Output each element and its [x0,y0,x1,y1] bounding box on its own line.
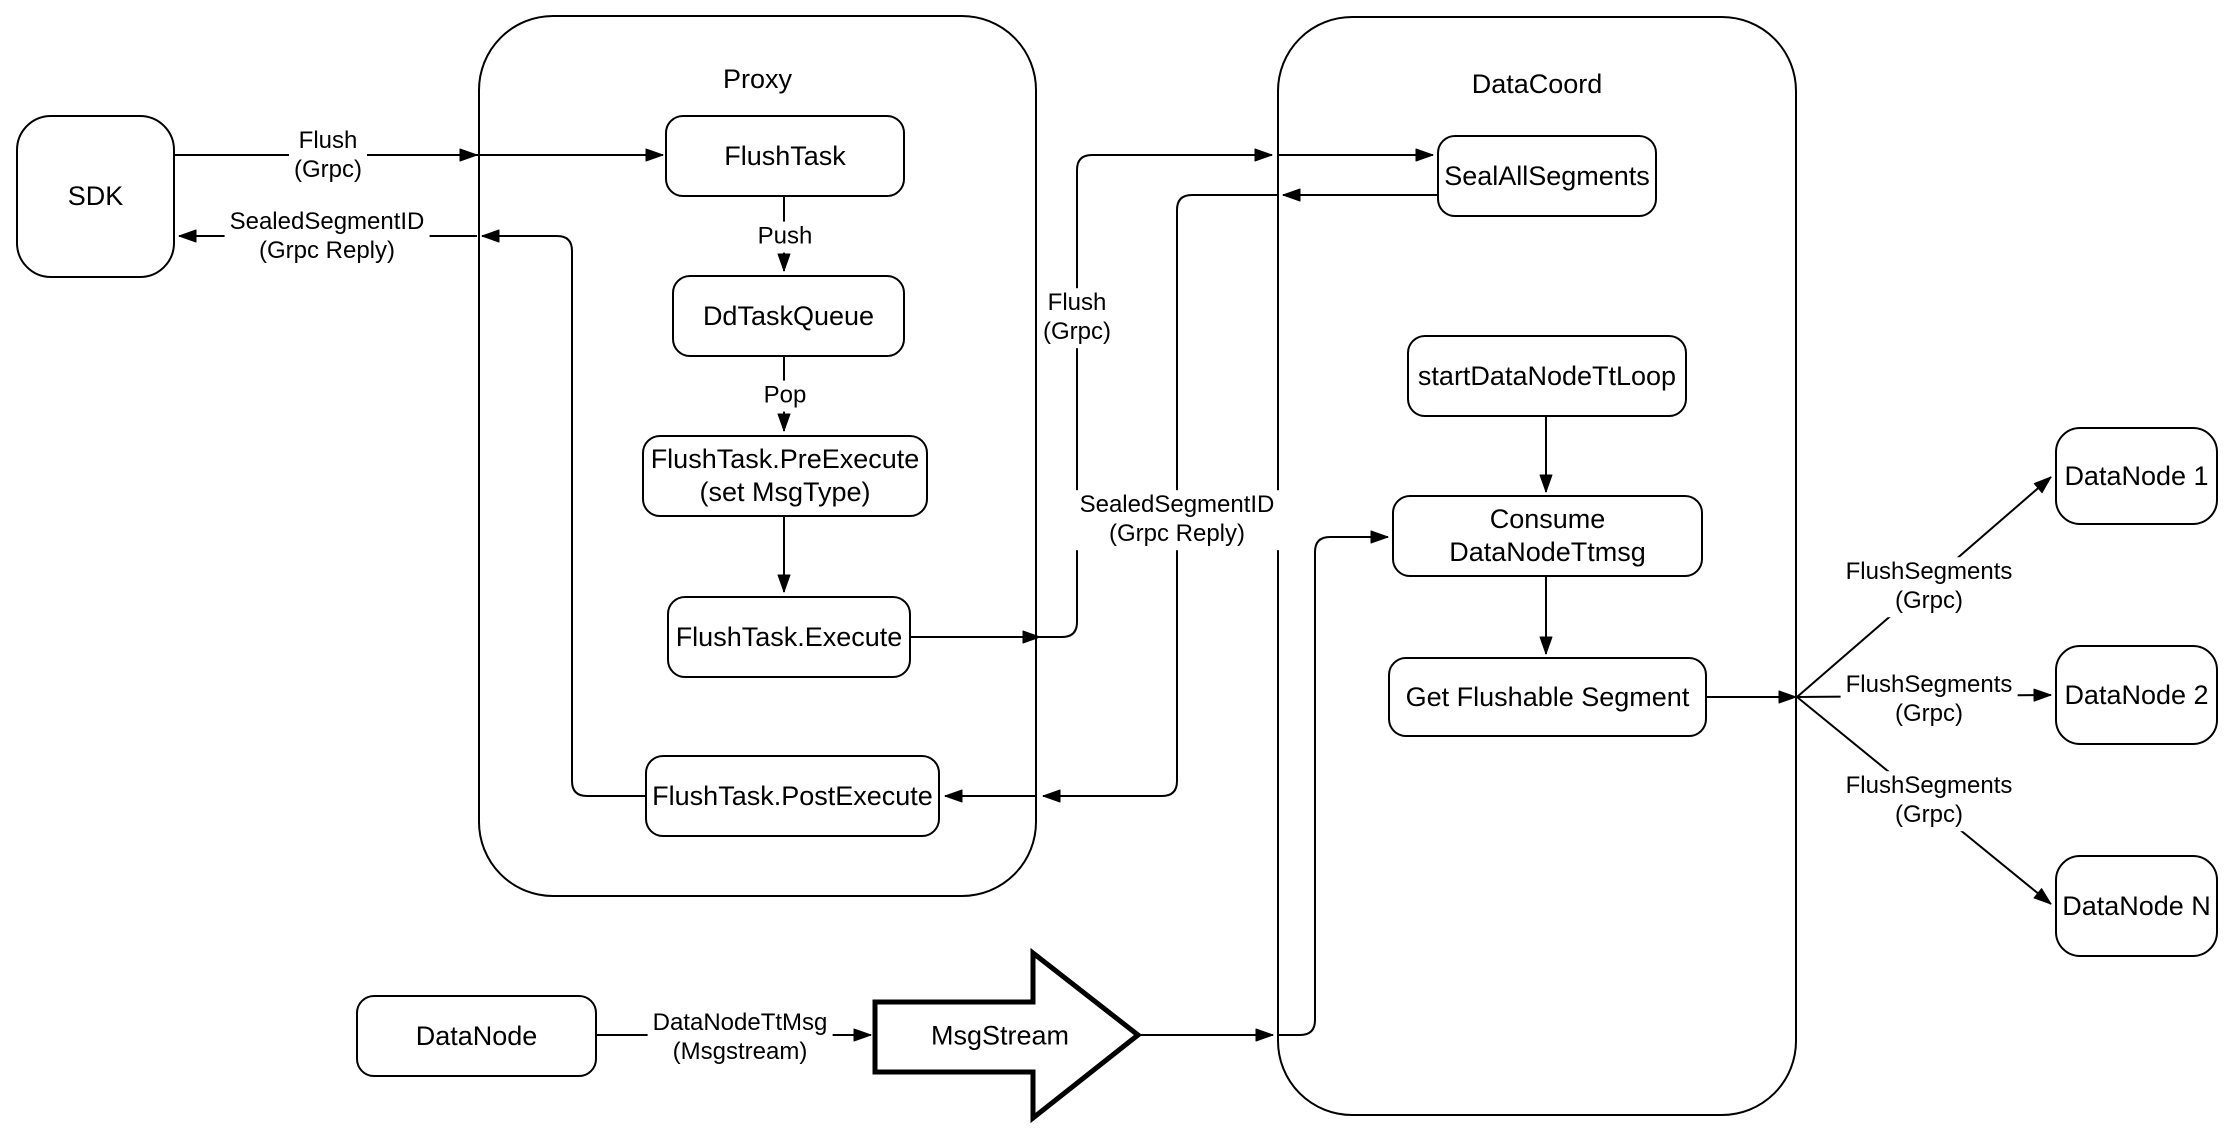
label-pop: Pop [758,380,812,412]
node-datanode-label: DataNode [415,1020,538,1051]
node-datanode-n: DataNode N [2055,855,2218,957]
label-flush-segments-2: FlushSegments (Grpc) [1840,670,2018,730]
node-dd-task-queue-label: DdTaskQueue [702,300,875,331]
msgstream-label: MsgStream [930,1020,1070,1051]
node-execute-label: FlushTask.Execute [675,621,903,652]
node-flush-task: FlushTask [665,115,905,197]
node-datanode-1-label: DataNode 1 [2064,460,2209,491]
node-flush-task-post-execute: FlushTask.PostExecute [645,755,940,837]
msgstream-block-arrow [872,947,1143,1124]
node-datanode-2-label: DataNode 2 [2064,679,2209,710]
node-consume-label: Consume DataNodeTtmsg [1449,504,1646,567]
node-start-datanode-tt-loop: startDataNodeTtLoop [1407,335,1687,417]
label-datanode-ttmsg: DataNodeTtMsg (Msgstream) [647,1008,833,1068]
node-datanode-1: DataNode 1 [2055,427,2218,525]
node-flush-task-execute: FlushTask.Execute [667,596,911,678]
node-dd-task-queue: DdTaskQueue [672,275,905,357]
node-pre-execute-label: FlushTask.PreExecute [650,444,920,475]
label-proxy-reply: SealedSegmentID (Grpc Reply) [1074,490,1280,550]
label-proxy-flush: Flush (Grpc) [1038,288,1116,348]
label-flush-segments-1: FlushSegments (Grpc) [1840,557,2018,617]
label-flush-segments-3: FlushSegments (Grpc) [1840,771,2018,831]
label-sdk-reply: SealedSegmentID (Grpc Reply) [224,207,430,267]
edge-postexecute-to-proxy-edge [481,229,645,797]
node-sdk: SDK [16,115,175,278]
node-seal-all-segments: SealAllSegments [1437,135,1657,217]
node-datanode-n-label: DataNode N [2062,890,2211,921]
datacoord-title: DataCoord [1471,69,1603,99]
node-get-flushable-segment: Get Flushable Segment [1388,657,1707,737]
datacoord-container [1277,16,1797,1116]
edge-flush-riser [1040,148,1273,638]
node-datanode-2: DataNode 2 [2055,645,2218,745]
node-pre-execute-sublabel: (set MsgType) [699,477,871,507]
node-sdk-label: SDK [67,181,124,212]
node-post-execute-label: FlushTask.PostExecute [652,780,933,811]
node-flush-task-pre-execute: FlushTask.PreExecute (set MsgType) [642,435,928,517]
proxy-title: Proxy [722,64,793,94]
label-sdk-flush: Flush (Grpc) [289,126,367,186]
node-get-flushable-label: Get Flushable Segment [1405,681,1690,712]
proxy-container [478,15,1037,897]
node-seal-all-segments-label: SealAllSegments [1444,160,1650,191]
label-push: Push [752,221,818,253]
node-start-loop-label: startDataNodeTtLoop [1417,360,1677,391]
edge-msgstream-riser-to-consume [1277,530,1389,1036]
node-datanode: DataNode [356,995,597,1077]
node-consume-datanode-ttmsg: Consume DataNodeTtmsg [1392,495,1703,577]
node-flush-task-label: FlushTask [724,140,846,171]
